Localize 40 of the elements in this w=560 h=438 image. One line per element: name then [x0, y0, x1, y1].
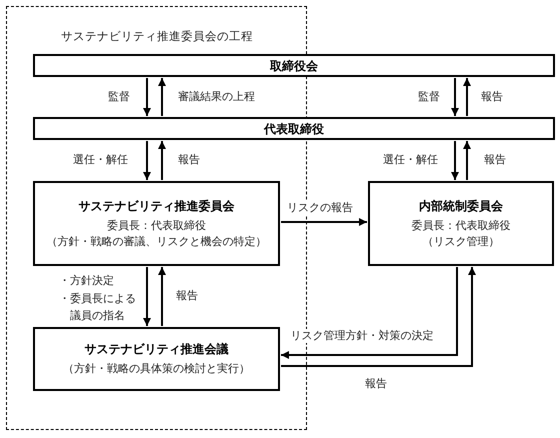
edge-label: 報告 — [364, 377, 388, 392]
edge-label: 審議結果の上程 — [177, 90, 256, 104]
edge-label: 報告 — [480, 90, 504, 104]
committee-box — [33, 327, 280, 391]
edge-label: 選任・解任 — [382, 153, 439, 168]
edge-label: 報告 — [177, 153, 201, 168]
committee-box — [368, 181, 554, 266]
edge-label: 報告 — [175, 289, 199, 304]
arrow — [451, 78, 459, 116]
node-title: 取締役会 — [270, 58, 318, 74]
group-title: サステナビリティ推進委員会の工程 — [61, 29, 253, 44]
node-text: 委員長：代表取締役 — [107, 218, 206, 234]
node-title: 内部統制委員会 — [419, 198, 503, 214]
edge-label: 監督 — [417, 90, 441, 104]
node-text: （方針・戦略の審議、リスクと機会の特定） — [46, 234, 266, 250]
arrow — [463, 78, 471, 116]
node-title: サステナビリティ推進会議 — [84, 341, 228, 358]
node-text: （リスク管理） — [422, 234, 500, 250]
arrow — [463, 141, 471, 180]
arrow — [143, 78, 151, 116]
edge-label: 選任・解任 — [72, 153, 129, 168]
node-text: （方針・戦略の具体策の検討と実行） — [63, 361, 250, 378]
edge-label: 報告 — [483, 153, 507, 168]
arrow — [281, 218, 367, 226]
arrow — [143, 141, 151, 180]
edge-label: 監督 — [107, 90, 131, 104]
arrow — [158, 267, 166, 326]
node-text: 委員長：代表取締役 — [412, 218, 510, 234]
organization-bar — [33, 117, 555, 140]
node-title: 代表取締役 — [264, 120, 324, 138]
node-title: サステナビリティ推進委員会 — [78, 198, 234, 214]
arrow — [143, 267, 151, 326]
arrow — [158, 141, 166, 180]
committee-box — [33, 181, 280, 266]
arrow — [451, 141, 459, 180]
edge-label: ・方針決定・委員長による議員の指名 — [58, 273, 137, 324]
arrow — [281, 267, 458, 359]
arrow — [281, 267, 476, 367]
organization-bar — [33, 54, 555, 77]
arrow — [158, 78, 166, 116]
